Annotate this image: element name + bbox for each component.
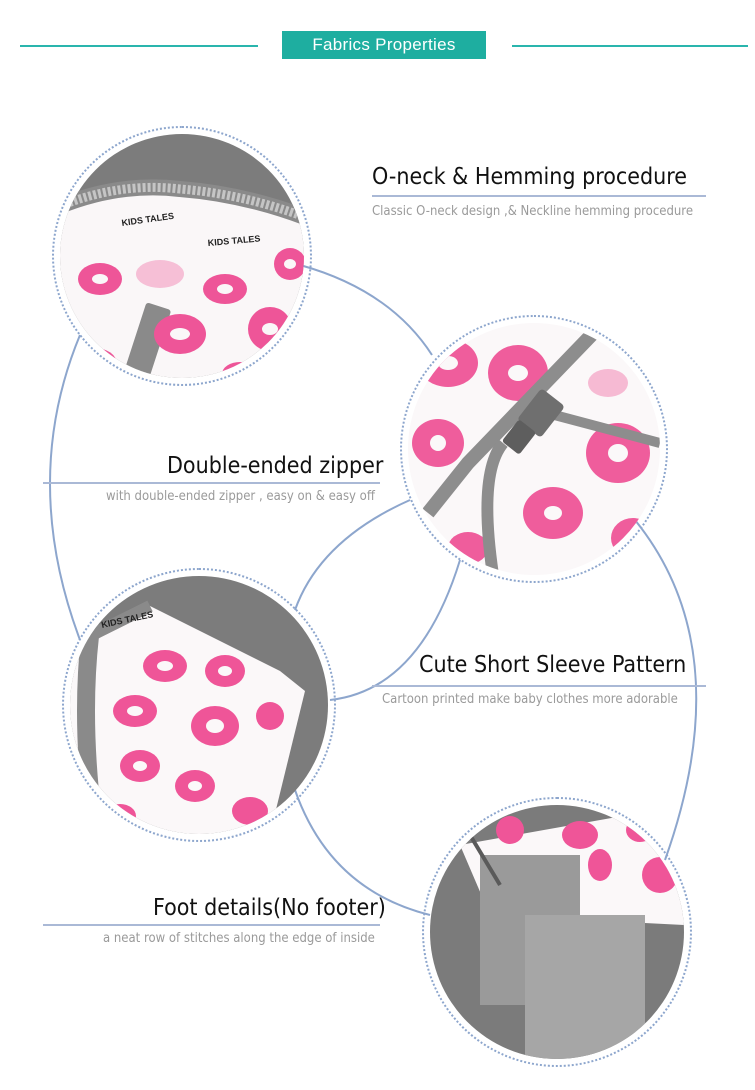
feature-underline-zipper bbox=[43, 482, 380, 484]
arc-top-right bbox=[299, 264, 433, 356]
arc-bottom bbox=[294, 789, 431, 916]
header-line-left bbox=[20, 45, 258, 47]
feature-subtitle-oneck: Classic O-neck design ,& Neckline hemmin… bbox=[372, 204, 694, 219]
feature-underline-sleeve bbox=[372, 685, 706, 687]
arc-mid-left bbox=[294, 499, 411, 611]
feature-title-zipper: Double-ended zipper bbox=[167, 453, 384, 479]
feature-subtitle-foot: a neat row of stitches along the edge of… bbox=[103, 931, 375, 946]
zipper-circle bbox=[400, 315, 668, 583]
sleeve-circle bbox=[62, 568, 336, 842]
arc-right bbox=[634, 519, 698, 861]
foot-image bbox=[430, 805, 684, 1059]
sleeve-image: KIDS TALES bbox=[70, 576, 328, 834]
feature-title-sleeve: Cute Short Sleeve Pattern bbox=[419, 652, 687, 678]
section-badge: Fabrics Properties bbox=[282, 31, 486, 59]
feature-underline-oneck bbox=[372, 195, 706, 197]
feature-underline-foot bbox=[43, 924, 380, 926]
zipper-image bbox=[408, 323, 660, 575]
feature-subtitle-zipper: with double-ended zipper , easy on & eas… bbox=[106, 489, 375, 504]
foot-circle bbox=[422, 797, 692, 1067]
brand-label-2: KIDS TALES bbox=[207, 233, 261, 248]
header-line-right bbox=[512, 45, 748, 47]
oneck-image: KIDS TALES KIDS TALES bbox=[60, 134, 304, 378]
arc-mid-right bbox=[329, 559, 461, 701]
feature-subtitle-sleeve: Cartoon printed make baby clothes more a… bbox=[382, 692, 678, 707]
feature-title-foot: Foot details(No footer) bbox=[153, 895, 386, 921]
oneck-circle bbox=[52, 126, 312, 386]
arc-left-top bbox=[49, 334, 81, 641]
feature-title-oneck: O-neck & Hemming procedure bbox=[372, 164, 687, 190]
